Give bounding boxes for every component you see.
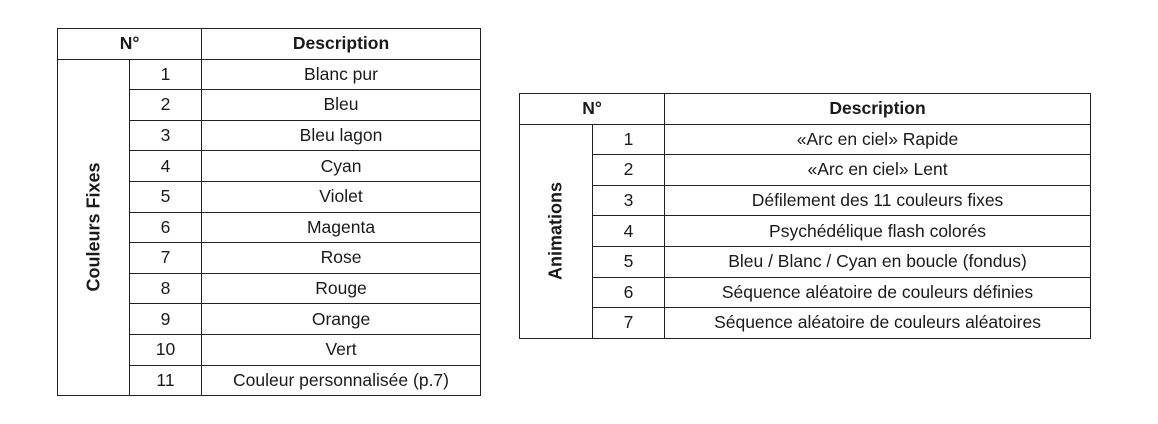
row-description: Psychédélique flash colorés [664, 215, 1092, 247]
row-description: Vert [201, 333, 482, 366]
row-description: «Arc en ciel» Lent [664, 154, 1092, 186]
row-number: 3 [591, 184, 666, 217]
row-number: 11 [128, 364, 203, 397]
row-number: 1 [128, 58, 203, 91]
group-label-cell: Couleurs Fixes [57, 58, 130, 397]
row-description: Rouge [201, 272, 482, 305]
row-description: Blanc pur [201, 58, 482, 91]
row-description: Bleu / Blanc / Cyan en boucle (fondus) [664, 245, 1092, 278]
animations-table: N° Description Animations 1«Arc en ciel» … [518, 93, 1092, 339]
row-number: 5 [128, 180, 203, 213]
table-header-row: N° Description [56, 28, 482, 60]
row-description: Rose [201, 242, 482, 274]
table-row: 2«Arc en ciel» Lent [520, 154, 1092, 186]
header-number: N° [56, 28, 203, 60]
row-description: «Arc en ciel» Rapide [664, 123, 1092, 156]
header-description: Description [201, 28, 482, 60]
row-description: Séquence aléatoire de couleurs aléatoire… [664, 307, 1092, 339]
row-number: 6 [591, 276, 666, 309]
row-description: Bleu lagon [201, 119, 482, 152]
row-description: Séquence aléatoire de couleurs définies [664, 276, 1092, 309]
row-description: Orange [201, 303, 482, 335]
group-label: Couleurs Fixes [83, 162, 103, 292]
row-number: 4 [128, 150, 203, 182]
row-number: 5 [591, 245, 666, 278]
row-description: Défilement des 11 couleurs fixes [664, 184, 1092, 217]
header-number: N° [518, 93, 666, 125]
table-header-row: N° Description [518, 93, 1092, 125]
row-number: 10 [128, 333, 203, 366]
row-number: 7 [591, 307, 666, 339]
row-number: 2 [591, 154, 666, 186]
row-number: 4 [591, 215, 666, 247]
row-number: 9 [128, 303, 203, 335]
row-number: 6 [128, 211, 203, 244]
row-number: 8 [128, 272, 203, 305]
header-description: Description [664, 93, 1092, 125]
table-row: Animations 1«Arc en ciel» Rapide [519, 123, 1092, 339]
row-number: 7 [128, 242, 203, 274]
row-description: Cyan [201, 150, 482, 182]
row-description: Magenta [201, 211, 482, 244]
row-number: 1 [591, 123, 666, 156]
group-label: Animations [545, 182, 566, 281]
row-number: 3 [128, 119, 203, 152]
row-description: Violet [201, 180, 482, 213]
row-description: Bleu [201, 89, 482, 121]
group-label-cell: Animations [519, 123, 593, 339]
row-description: Couleur personnalisée (p.7) [201, 364, 482, 397]
row-number: 2 [128, 89, 203, 121]
